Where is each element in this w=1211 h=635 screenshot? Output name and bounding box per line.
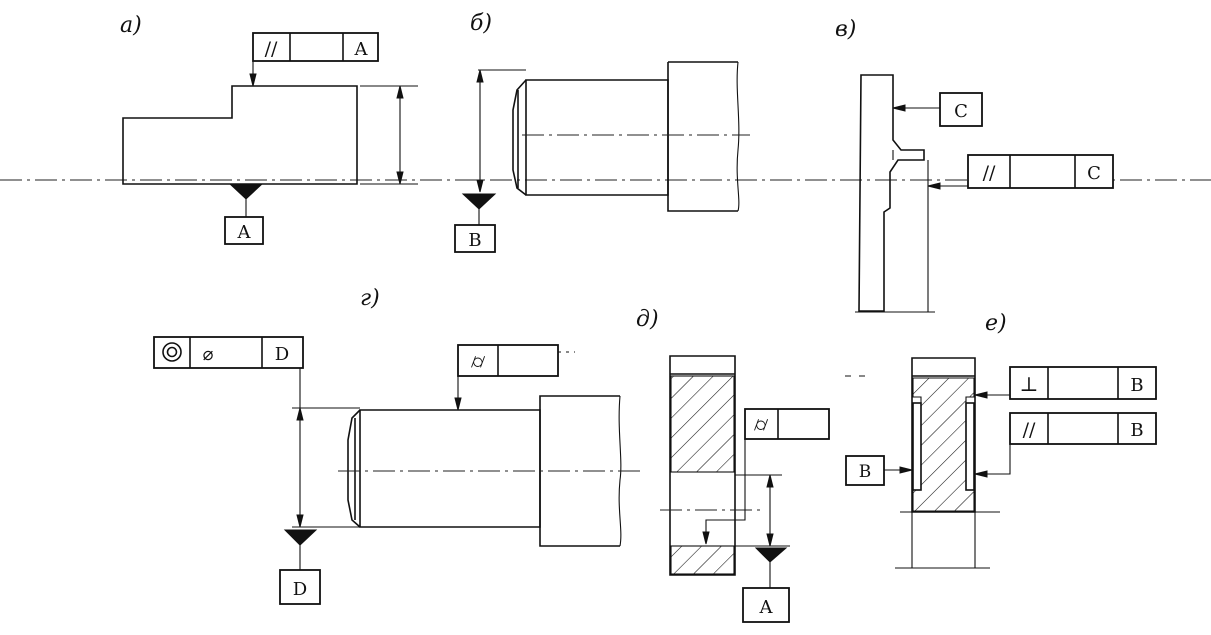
tolerance-frame-e2: // B xyxy=(1009,412,1157,445)
collar-b xyxy=(667,61,738,212)
view-b: б) B xyxy=(454,11,750,253)
frame-e-base: B xyxy=(859,462,872,482)
view-v: в) C // C xyxy=(835,17,1114,313)
label-g: г) xyxy=(360,286,380,311)
tolerance-frame-d: ⌭ xyxy=(744,408,830,440)
frame-v-symbol: // xyxy=(983,162,996,184)
view-e: е) ⊥ B // B B xyxy=(845,311,1157,569)
label-a: а) xyxy=(120,13,142,38)
view-a: а) // A A xyxy=(120,13,418,245)
break-line-b xyxy=(736,61,740,212)
leader-arrow-a xyxy=(249,73,257,87)
frame-a-datum: A xyxy=(354,39,369,60)
datum-box-d xyxy=(742,587,790,623)
tolerance-frame-a: // A xyxy=(252,32,379,62)
tolerance-frame-v: // C xyxy=(967,154,1114,189)
shaft-b xyxy=(525,79,669,196)
label-b: б) xyxy=(470,11,492,36)
view-g: г) ⌀ D D ⌭ xyxy=(153,286,640,605)
datum-triangle-g xyxy=(283,529,318,546)
datum-triangle-b xyxy=(461,193,497,210)
stepped-part-a xyxy=(122,85,358,185)
frame-e-datum2: B xyxy=(1130,420,1143,441)
tolerance-frame-e1: ⊥ B xyxy=(1009,366,1157,400)
label-v: в) xyxy=(835,17,856,42)
frame-e-symbol2: // xyxy=(1023,419,1036,441)
base-box-v xyxy=(939,92,983,127)
shaft-g xyxy=(359,409,541,528)
datum-d-letter: A xyxy=(759,597,774,618)
view-d: д) A ⌭ xyxy=(636,307,830,623)
dimension-arrow-a-top xyxy=(396,85,404,99)
frame-e-datum1: B xyxy=(1130,375,1143,396)
ring-section-bottom xyxy=(670,545,735,575)
datum-box-g xyxy=(279,569,321,605)
ring-section-top xyxy=(670,375,735,473)
frame-a-symbol: // xyxy=(265,38,278,60)
tolerance-frame-g-cyl: ⌭ xyxy=(457,344,559,377)
label-d: д) xyxy=(636,307,659,332)
part-section-e xyxy=(912,377,975,512)
dimension-arrow-a-bottom xyxy=(396,171,404,185)
frame-g-datum: D xyxy=(275,344,289,365)
shaft-b-chamfer xyxy=(512,79,527,196)
datum-g-letter: D xyxy=(293,579,307,600)
base-box-e xyxy=(845,455,885,486)
label-e: е) xyxy=(985,311,1007,336)
datum-a-letter: A xyxy=(237,222,252,243)
frame-g-cyl-symbol: ⌭ xyxy=(471,349,486,373)
frame-v-datum: C xyxy=(1087,163,1101,184)
frame-g-symbol2: ⌀ xyxy=(203,344,214,365)
flange-section-v xyxy=(858,74,925,312)
datum-box-a xyxy=(224,216,264,245)
tolerance-frame-g: ⌀ D xyxy=(153,336,304,369)
datum-triangle-d xyxy=(754,547,788,563)
frame-d-symbol: ⌭ xyxy=(754,412,769,436)
frame-e-symbol1: ⊥ xyxy=(1020,372,1039,396)
leader-d xyxy=(705,439,746,540)
frame-b-base: B xyxy=(468,230,481,251)
datum-box-b xyxy=(454,224,496,253)
leader-e2 xyxy=(978,444,1011,475)
ring-outline-d xyxy=(669,355,736,576)
frame-v-base: C xyxy=(954,101,968,122)
datum-triangle-a xyxy=(228,183,264,200)
